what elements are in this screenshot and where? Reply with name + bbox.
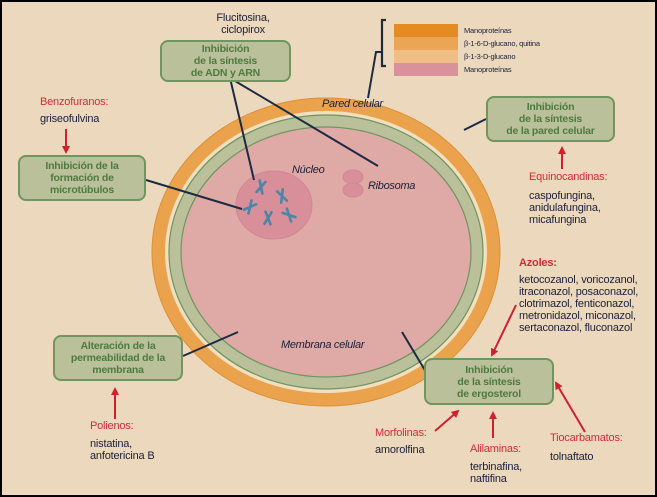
drug-line: itraconazol, posaconazol, xyxy=(519,286,639,298)
arrow-azoles xyxy=(490,304,517,357)
drugs-alilaminas: terbinafina, naftifina xyxy=(470,461,522,485)
legend-label-0: Manoproteínas xyxy=(464,26,512,35)
drug-line: amorolfina xyxy=(375,444,425,456)
drug-line: Flucitosina, xyxy=(216,12,270,24)
mechanism-ergosterol-synthesis: Inhibición de la síntesis de ergosterol xyxy=(424,358,554,405)
chromosomes xyxy=(242,179,297,226)
legend-swatch-0 xyxy=(394,24,458,37)
legend-swatch-1 xyxy=(394,37,458,50)
box-line: formación de xyxy=(50,172,114,184)
class-polienos: Polienos: xyxy=(90,420,134,432)
chromosome-icon xyxy=(255,179,267,195)
box-line: de ergosterol xyxy=(457,387,521,400)
class-azoles: Azoles: xyxy=(519,257,557,269)
drugs-benzofuranos: griseofulvina xyxy=(40,113,99,125)
drugs-polienos: nistatina, anfotericina B xyxy=(90,438,155,462)
drugs-azoles: ketocozanol, voricozanol, itraconazol, p… xyxy=(519,274,638,334)
class-benzofuranos: Benzofuranos: xyxy=(40,96,109,108)
box-line: de la síntesis xyxy=(193,55,258,67)
drugs-morfolinas: amorolfina xyxy=(375,444,425,456)
drug-line: anfotericina B xyxy=(90,450,155,462)
box-line: de la síntesis xyxy=(518,113,583,125)
connector-membrane xyxy=(182,331,239,357)
drug-line: clotrimazol, fenticonazol, xyxy=(519,298,635,310)
drug-line: griseofulvina xyxy=(40,113,100,125)
box-line: Inhibición xyxy=(201,43,250,55)
mechanism-dna-rna-synthesis: Inhibición de la síntesis de ADN y ARN xyxy=(160,40,291,82)
mechanism-membrane-permeability: Alteración de la permeabilidad de la mem… xyxy=(53,335,183,381)
box-line: Alteración de la xyxy=(80,340,156,352)
chromosome-icon xyxy=(263,210,273,226)
box-line: Inhibición xyxy=(526,101,575,113)
legend-bracket xyxy=(380,18,386,68)
cell-wall-legend: Manoproteínas β-1-6-D-glucano, quitina β… xyxy=(394,24,594,78)
ribosome-label: Ribosoma xyxy=(368,180,416,192)
legend-swatch-3 xyxy=(394,63,458,76)
cell-wall-label: Pared celular xyxy=(322,98,383,110)
connectors xyxy=(145,77,487,373)
nucleus xyxy=(235,170,313,240)
drugs-flucitosina: Flucitosina, ciclopirox xyxy=(198,12,288,36)
arrows xyxy=(62,129,586,438)
connector-dna-ribosome xyxy=(229,77,379,167)
legend-label-3: Manoproteínas xyxy=(464,65,512,74)
chromosome-icon xyxy=(242,199,258,215)
arrow-tiocarbamatos xyxy=(554,381,586,433)
connector-microtubules-nucleus xyxy=(145,179,243,210)
drug-line: naftifina xyxy=(470,473,507,485)
cell-membrane-label: Membrana celular xyxy=(281,339,365,351)
arrow-morfolinas xyxy=(434,409,460,432)
box-line: Inhibición de la xyxy=(45,160,119,172)
class-equinocandinas: Equinocandinas: xyxy=(529,171,608,183)
legend-swatch-2 xyxy=(394,50,458,63)
drug-line: metronidazol, miconazol, xyxy=(519,310,636,322)
class-tiocarbamatos: Tiocarbamatos: xyxy=(550,432,623,444)
class-morfolinas: Morfolinas: xyxy=(375,427,427,439)
drug-line: tolnaftato xyxy=(550,451,594,463)
box-line: microtúbulos xyxy=(49,184,115,196)
drug-line: ketocozanol, voricozanol, xyxy=(519,274,638,286)
box-line: de la pared celular xyxy=(506,125,595,137)
nucleus-label: Núcleo xyxy=(292,164,325,176)
chromosome-icon xyxy=(281,207,297,223)
mechanism-cell-wall-synthesis: Inhibición de la síntesis de la pared ce… xyxy=(486,96,615,142)
ribosome-upper xyxy=(342,169,364,185)
connector-ergosterol xyxy=(401,331,427,373)
drug-line: caspofungina, xyxy=(529,190,595,202)
box-line: permeabilidad de la xyxy=(70,352,166,364)
box-line: membrana xyxy=(92,364,144,376)
box-line: de ADN y ARN xyxy=(190,67,261,79)
drug-line: ciclopirox xyxy=(221,24,265,36)
ribosome-lower xyxy=(342,182,364,198)
legend-connector xyxy=(367,51,382,99)
drug-line: sertaconazol, fluconazol xyxy=(519,322,633,334)
legend-label-1: β-1-6-D-glucano, quitina xyxy=(464,39,540,48)
drugs-tiocarbamatos: tolnaftato xyxy=(550,451,593,463)
box-line: de la síntesis xyxy=(457,375,521,388)
connector-dna-nucleus xyxy=(229,77,255,181)
box-line: Inhibición xyxy=(465,363,513,376)
legend-label-2: β-1-3-D-glucano xyxy=(464,52,516,61)
drug-line: terbinafina, xyxy=(470,461,523,473)
drugs-equinocandinas: caspofungina, anidulafungina, micafungin… xyxy=(529,190,601,226)
drug-line: anidulafungina, xyxy=(529,202,601,214)
mechanism-microtubule-formation: Inhibición de la formación de microtúbul… xyxy=(18,155,146,201)
class-alilaminas: Alilaminas: xyxy=(470,443,521,455)
drug-line: nistatina, xyxy=(90,438,133,450)
chromosome-icon xyxy=(275,188,289,204)
connector-cellwall xyxy=(463,118,487,131)
drug-line: micafungina xyxy=(529,214,587,226)
